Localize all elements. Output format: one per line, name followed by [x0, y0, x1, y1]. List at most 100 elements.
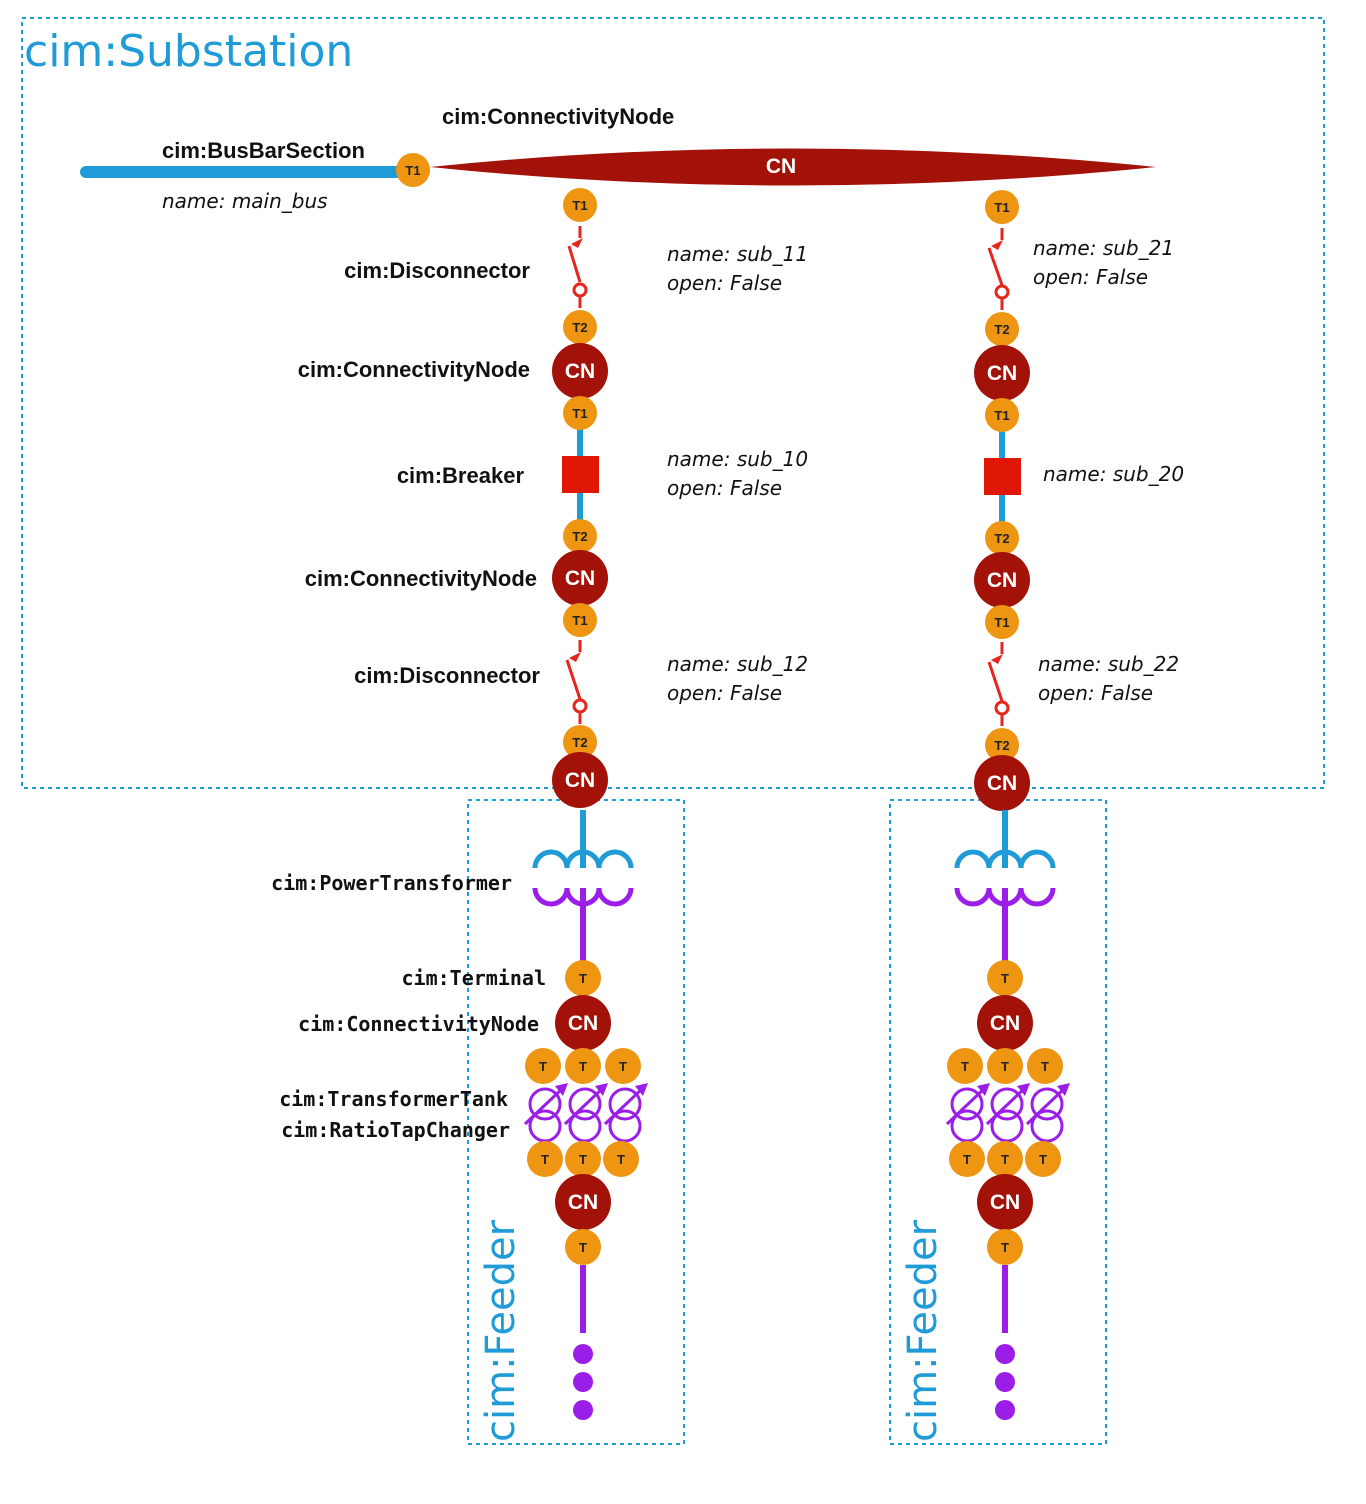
- b2-disc2-open: open: False: [1038, 681, 1153, 705]
- label-ratio-tap-changer: cim:RatioTapChanger: [281, 1118, 510, 1142]
- svg-text:T1: T1: [405, 163, 420, 178]
- branch-2-connectivity-node-3: CN: [974, 755, 1030, 811]
- svg-text:T: T: [579, 1059, 587, 1074]
- feeder-title-1: cim:Feeder: [478, 1219, 524, 1442]
- svg-text:T2: T2: [572, 320, 587, 335]
- svg-text:T: T: [963, 1152, 971, 1167]
- svg-text:T: T: [1001, 971, 1009, 986]
- feeder-1-regulator-1: [523, 1083, 568, 1143]
- svg-text:T: T: [1001, 1059, 1009, 1074]
- substation-container: [21, 17, 1325, 789]
- svg-text:CN: CN: [568, 1012, 598, 1035]
- feeder-1-tank-terminal-top-3: T: [605, 1048, 641, 1084]
- svg-text:T1: T1: [994, 615, 1009, 630]
- branch-2-terminal-t1-b: T1: [985, 605, 1019, 639]
- svg-text:CN: CN: [565, 360, 595, 383]
- busbar-name-attr: name: main_bus: [162, 189, 328, 213]
- branch-2-breaker: [984, 458, 1021, 495]
- label-breaker: cim:Breaker: [397, 463, 525, 488]
- b1-breaker-open: open: False: [667, 476, 782, 500]
- svg-text:T: T: [619, 1059, 627, 1074]
- feeder-1-connectivity-node-2: CN: [555, 1174, 611, 1230]
- branch-1-terminal-t1-b: T1: [563, 603, 597, 637]
- svg-text:T2: T2: [994, 531, 1009, 546]
- label-transformer-tank: cim:TransformerTank: [279, 1087, 508, 1111]
- svg-text:T: T: [961, 1059, 969, 1074]
- feeder-2-tank-terminal-bottom-1: T: [949, 1141, 985, 1177]
- feeder-1-terminal-1: T: [565, 960, 601, 996]
- svg-text:CN: CN: [990, 1012, 1020, 1035]
- branch-1-terminal-t2-c: T2: [563, 725, 597, 759]
- label-disconnector-2: cim:Disconnector: [354, 663, 540, 688]
- svg-text:T2: T2: [572, 735, 587, 750]
- svg-text:CN: CN: [568, 1191, 598, 1214]
- feeder-2-continuation-dot-3: [995, 1400, 1015, 1420]
- branch-1-terminal-t1-a: T1: [563, 396, 597, 430]
- feeder-2-tank-terminal-top-1: T: [947, 1048, 983, 1084]
- branch-2-disconnector-2: [987, 642, 1010, 726]
- b1-disc2-name: name: sub_12: [667, 652, 808, 676]
- branch-2-connectivity-node-1: CN: [974, 345, 1030, 401]
- svg-text:CN: CN: [990, 1191, 1020, 1214]
- b2-disc1-name: name: sub_21: [1033, 236, 1174, 260]
- svg-text:T: T: [539, 1059, 547, 1074]
- b2-breaker-name: name: sub_20: [1043, 462, 1184, 486]
- main-connectivity-node: [430, 148, 1156, 186]
- branch-2-terminal-t2-b: T2: [985, 521, 1019, 555]
- main-cn-label: CN: [766, 155, 796, 178]
- branch-2-terminal-t1-top: T1: [985, 190, 1019, 224]
- label-connectivity-node-3: cim:ConnectivityNode: [298, 1012, 539, 1036]
- b2-disc2-name: name: sub_22: [1038, 652, 1179, 676]
- svg-text:CN: CN: [565, 567, 595, 590]
- branch-1-disconnector-1: [567, 226, 588, 308]
- branch-2-terminal-t2-a: T2: [985, 312, 1019, 346]
- branch-1-breaker: [562, 456, 599, 493]
- label-power-transformer: cim:PowerTransformer: [271, 871, 512, 895]
- svg-text:T1: T1: [572, 198, 587, 213]
- svg-text:T: T: [1001, 1152, 1009, 1167]
- branch-2-disconnector-1: [987, 228, 1010, 310]
- feeder-2-connectivity-node: CN: [977, 995, 1033, 1051]
- substation-title: cim:Substation: [24, 26, 353, 77]
- svg-text:CN: CN: [987, 362, 1017, 385]
- feeder-1-tank-terminal-top-2: T: [565, 1048, 601, 1084]
- b2-disc1-open: open: False: [1033, 265, 1148, 289]
- label-disconnector-1: cim:Disconnector: [344, 258, 530, 283]
- feeder-2-regulator-2: [985, 1083, 1030, 1143]
- svg-text:T: T: [579, 1152, 587, 1167]
- svg-text:T1: T1: [572, 613, 587, 628]
- branch-1-disconnector-2: [565, 640, 588, 724]
- feeder-2-hv-winding: [954, 849, 1056, 869]
- feeder-2-regulator-1: [945, 1083, 990, 1143]
- feeder-1-continuation-dot-1: [573, 1344, 593, 1364]
- feeder-2-tank-terminal-bottom-2: T: [987, 1141, 1023, 1177]
- svg-text:T: T: [1041, 1059, 1049, 1074]
- branch-1-terminal-t2-a: T2: [563, 310, 597, 344]
- svg-text:T2: T2: [994, 322, 1009, 337]
- branch-2-terminal-t1-a: T1: [985, 398, 1019, 432]
- svg-text:T1: T1: [572, 406, 587, 421]
- feeder-2-continuation-dot-1: [995, 1344, 1015, 1364]
- feeder-1-tank-terminal-bottom-3: T: [603, 1141, 639, 1177]
- feeder-1-hv-winding: [532, 849, 634, 869]
- svg-text:CN: CN: [987, 772, 1017, 795]
- svg-text:T1: T1: [994, 408, 1009, 423]
- feeder-1-tank-terminal-bottom-2: T: [565, 1141, 601, 1177]
- svg-text:CN: CN: [565, 769, 595, 792]
- feeder-title-2: cim:Feeder: [900, 1219, 946, 1442]
- feeder-1-terminal-2: T: [565, 1229, 601, 1265]
- feeder-2-continuation-dot-2: [995, 1372, 1015, 1392]
- svg-text:T2: T2: [572, 529, 587, 544]
- feeder-2-terminal-1: T: [987, 960, 1023, 996]
- feeder-1-regulator-3: [603, 1083, 648, 1143]
- feeder-1-tank-terminal-top-1: T: [525, 1048, 561, 1084]
- svg-text:T: T: [579, 971, 587, 986]
- branch-2-terminal-t2-c: T2: [985, 728, 1019, 762]
- busbar-class-label: cim:BusBarSection: [162, 138, 365, 163]
- branch-2-connectivity-node-2: CN: [974, 552, 1030, 608]
- label-terminal: cim:Terminal: [402, 966, 547, 990]
- svg-text:T1: T1: [994, 200, 1009, 215]
- feeder-2-tank-terminal-top-2: T: [987, 1048, 1023, 1084]
